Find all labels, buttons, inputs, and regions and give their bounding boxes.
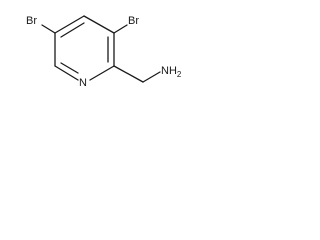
bond-c4-c3 (83, 15, 115, 34)
ring-nitrogen-label: N (79, 77, 87, 89)
amine-symbol: NH (161, 65, 177, 77)
bromine-right-label: Br (128, 15, 139, 27)
bond-c2-n1 (89, 65, 115, 81)
amine-label: NH2 (161, 65, 182, 79)
bond-c2-ch2 (113, 65, 144, 83)
amine-subscript: 2 (177, 70, 182, 79)
bond-c5-c4-inner (60, 22, 85, 38)
bond-ch2-n (142, 71, 161, 83)
bond-c5-c4 (54, 15, 85, 34)
molecule-svg: Br Br N NH2 (26, 15, 182, 89)
structure-diagram: Br Br N NH2 (0, 0, 210, 98)
bond-n1-c6 (54, 65, 79, 81)
bromine-left-label: Br (26, 15, 37, 27)
bond-n1-c6-inner (60, 62, 79, 74)
bond-c5-br (41, 24, 56, 34)
bond-c3-br (113, 24, 128, 34)
